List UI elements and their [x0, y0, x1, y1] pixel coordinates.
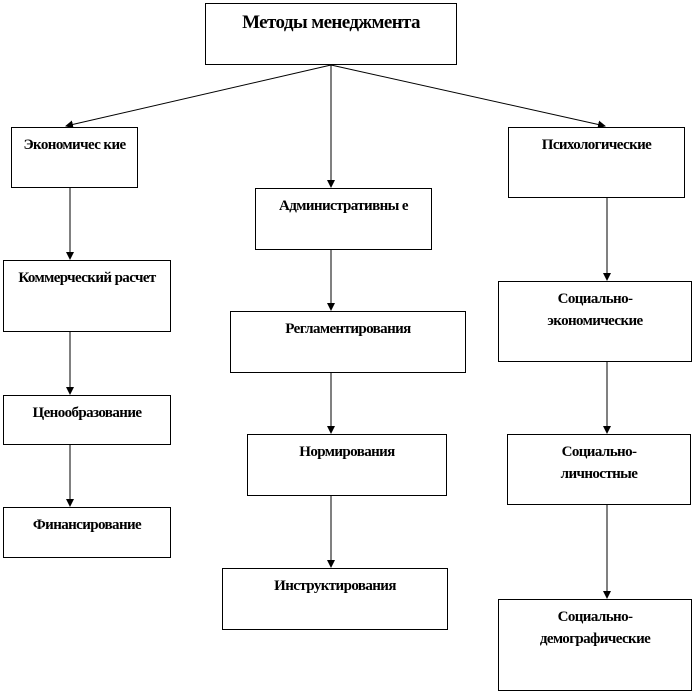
socio-personal-box: Социально-личностные [507, 434, 691, 505]
administrative-methods-box: Административны е [255, 188, 432, 250]
socio-demographic-box: Социально-демографические [498, 599, 692, 691]
socio-economic-box: Социально-экономические [498, 281, 692, 362]
standardization-box: Нормирования [247, 434, 447, 496]
root-box: Методы менеджмента [205, 3, 457, 65]
regulation-box: Регламентирования [230, 311, 466, 373]
psychological-methods-box: Психологические [508, 127, 685, 198]
economic-methods-box: Экономичес кие [11, 127, 138, 188]
pricing-box: Ценообразование [3, 395, 171, 445]
arrow-root-psych [330, 64, 606, 129]
instruction-box: Инструктирования [222, 568, 448, 630]
financing-box: Финансирование [3, 507, 171, 558]
commercial-calculation-box: Коммерческий расчет [3, 260, 171, 332]
arrow-root-economic [65, 64, 332, 129]
